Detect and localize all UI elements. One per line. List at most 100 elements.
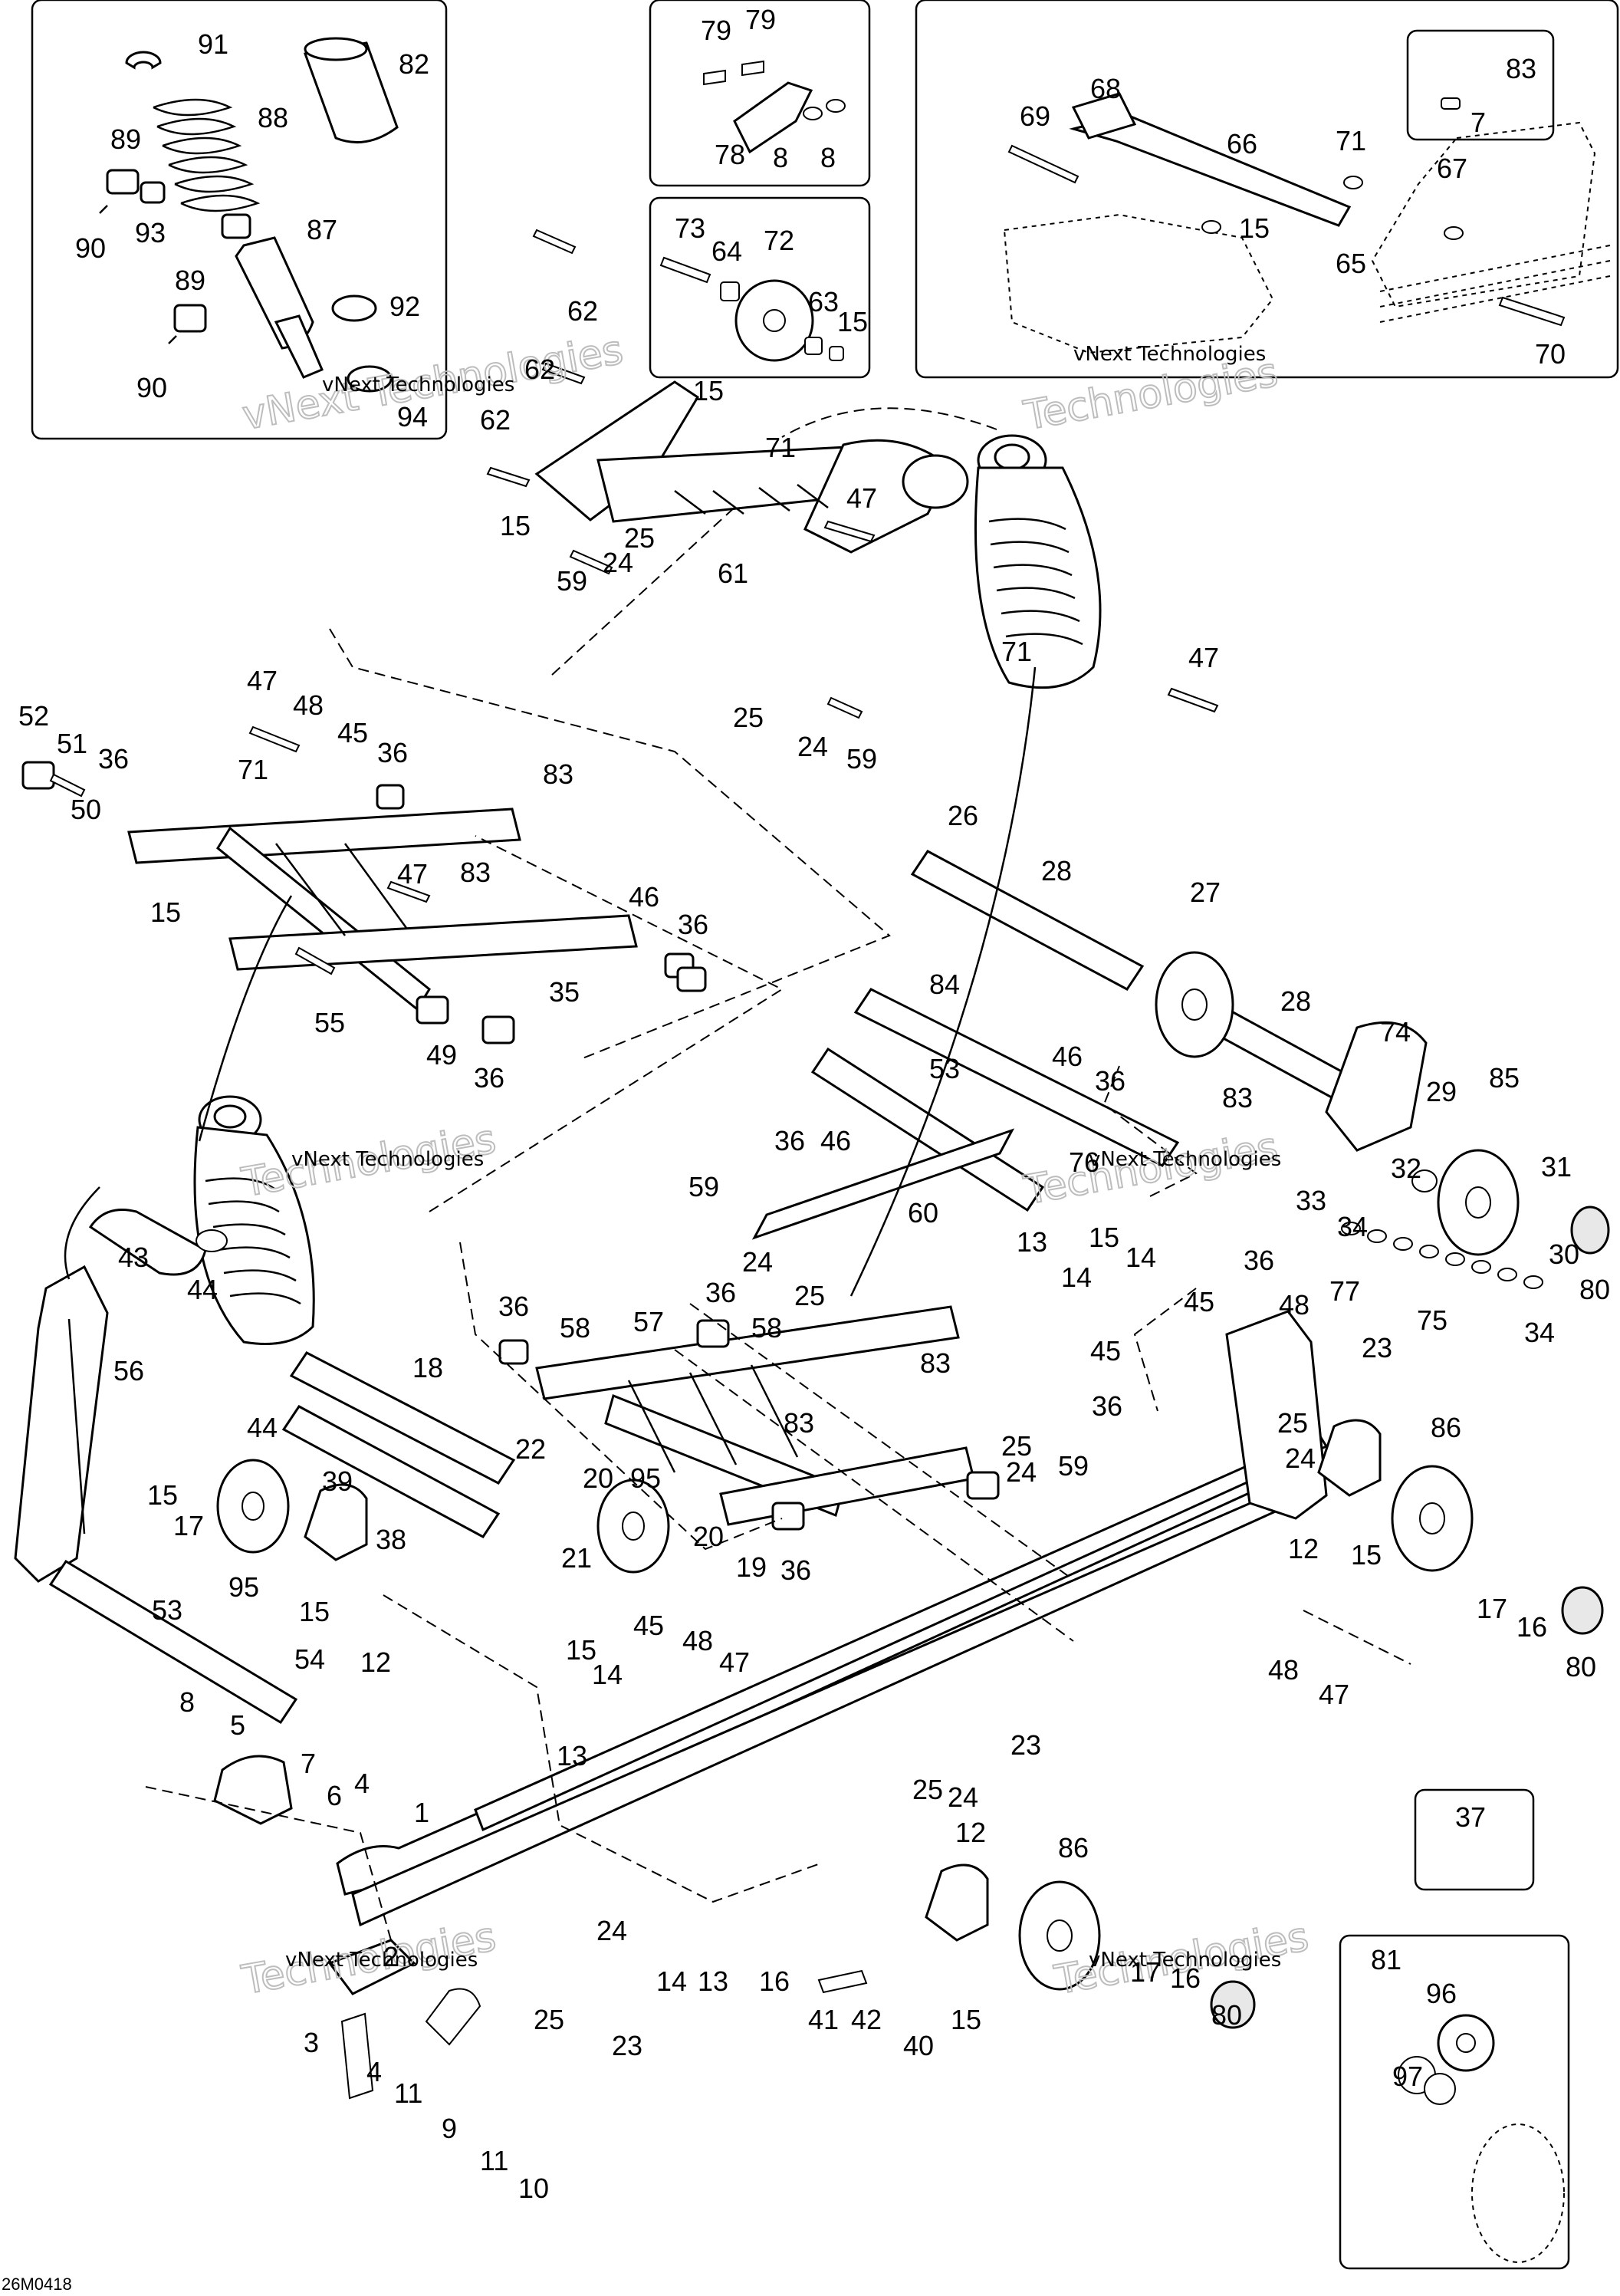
grease-fitting-inset	[1414, 1788, 1535, 1891]
callout-59: 59	[557, 565, 587, 597]
callout-66: 66	[1227, 128, 1257, 160]
callout-12: 12	[1288, 1533, 1319, 1564]
callout-12: 12	[360, 1646, 391, 1678]
callout-47: 47	[1319, 1679, 1349, 1710]
callout-14: 14	[592, 1659, 623, 1690]
callout-36: 36	[98, 743, 129, 775]
callout-36: 36	[678, 909, 708, 940]
watermark-small: vNext Technologies	[1073, 343, 1266, 366]
grease-detail-inset	[1406, 29, 1555, 141]
callout-56: 56	[113, 1355, 144, 1386]
callout-45: 45	[1184, 1286, 1214, 1317]
idler-detail-inset	[649, 196, 871, 379]
callout-45: 45	[337, 717, 368, 748]
callout-87: 87	[307, 214, 337, 245]
shock-inset-parts	[99, 37, 399, 393]
callout-24: 24	[596, 1915, 627, 1946]
callout-89: 89	[110, 123, 141, 155]
callout-46: 46	[820, 1125, 851, 1156]
callout-44: 44	[187, 1274, 218, 1305]
callout-13: 13	[557, 1740, 587, 1771]
callout-46: 46	[629, 881, 659, 913]
callout-15: 15	[1351, 1539, 1382, 1571]
rear-shock-spring	[974, 434, 1102, 689]
callout-62: 62	[480, 404, 511, 436]
callout-62: 62	[524, 354, 555, 385]
callout-23: 23	[1010, 1729, 1041, 1761]
callout-51: 51	[57, 728, 87, 759]
callout-3: 3	[304, 2027, 319, 2058]
callout-50: 50	[71, 794, 101, 825]
callout-15: 15	[147, 1479, 178, 1511]
callout-36: 36	[474, 1062, 504, 1094]
callout-15: 15	[566, 1634, 596, 1666]
callout-48: 48	[1268, 1654, 1299, 1686]
callout-72: 72	[764, 225, 794, 256]
callout-83: 83	[920, 1347, 951, 1379]
spacer-washers-75	[1341, 1222, 1543, 1289]
rear-arm-57	[498, 1305, 1000, 1531]
callout-83: 83	[543, 758, 573, 790]
front-arm-35	[21, 725, 707, 1044]
callout-48: 48	[1279, 1289, 1309, 1321]
callout-28: 28	[1041, 855, 1072, 886]
callout-25: 25	[534, 2004, 564, 2035]
callout-81: 81	[1371, 1944, 1401, 1975]
callout-36: 36	[705, 1277, 736, 1308]
callout-58: 58	[751, 1312, 782, 1344]
callout-24: 24	[1006, 1456, 1037, 1488]
callout-14: 14	[656, 1965, 687, 1997]
callout-43: 43	[118, 1242, 149, 1273]
callout-25: 25	[794, 1280, 825, 1311]
callout-11: 11	[394, 2077, 422, 2109]
callout-15: 15	[500, 510, 531, 541]
callout-19: 19	[736, 1551, 767, 1583]
callout-34: 34	[1337, 1211, 1368, 1242]
callout-47: 47	[397, 858, 428, 890]
callout-36: 36	[780, 1554, 811, 1586]
callout-22: 22	[515, 1433, 546, 1465]
callout-75: 75	[1417, 1304, 1447, 1336]
callout-15: 15	[299, 1596, 330, 1627]
callout-11: 11	[480, 2145, 508, 2176]
callout-15: 15	[150, 896, 181, 928]
callout-74: 74	[1380, 1016, 1411, 1048]
callout-68: 68	[1090, 73, 1121, 104]
callout-8: 8	[820, 142, 836, 173]
stopper-strap-inset	[915, 0, 1619, 379]
callout-45: 45	[633, 1610, 664, 1641]
callout-61: 61	[718, 558, 748, 589]
callout-82: 82	[399, 48, 429, 80]
callout-80: 80	[1566, 1651, 1596, 1683]
callout-13: 13	[1017, 1226, 1047, 1258]
callout-89: 89	[175, 265, 205, 296]
callout-17: 17	[173, 1510, 204, 1541]
leader-lines	[64, 407, 1411, 1941]
callout-5: 5	[230, 1709, 245, 1741]
callout-85: 85	[1489, 1062, 1520, 1094]
callout-15: 15	[693, 375, 724, 406]
callout-77: 77	[1329, 1275, 1360, 1307]
callout-80: 80	[1579, 1274, 1610, 1305]
callout-48: 48	[682, 1625, 713, 1656]
callout-53: 53	[929, 1053, 960, 1084]
callout-79: 79	[745, 4, 776, 35]
callout-96: 96	[1426, 1978, 1457, 2009]
callout-labels: 91 82 88 89 93 90 87 89 92 90 94 79 79 7…	[18, 4, 1610, 2204]
callout-71: 71	[765, 432, 796, 463]
callout-20: 20	[583, 1462, 613, 1494]
callout-55: 55	[314, 1007, 345, 1038]
callout-62: 62	[567, 295, 598, 327]
callout-86: 86	[1058, 1832, 1089, 1863]
callout-34: 34	[1524, 1317, 1555, 1348]
callout-49: 49	[426, 1039, 457, 1071]
callout-38: 38	[376, 1524, 406, 1555]
callout-70: 70	[1535, 338, 1566, 370]
callout-14: 14	[1125, 1242, 1156, 1273]
bracket-detail-inset	[649, 0, 871, 187]
callout-37: 37	[1455, 1801, 1486, 1833]
callout-8: 8	[773, 142, 788, 173]
callout-94: 94	[397, 401, 428, 433]
callout-10: 10	[518, 2173, 549, 2204]
callout-32: 32	[1391, 1153, 1421, 1184]
